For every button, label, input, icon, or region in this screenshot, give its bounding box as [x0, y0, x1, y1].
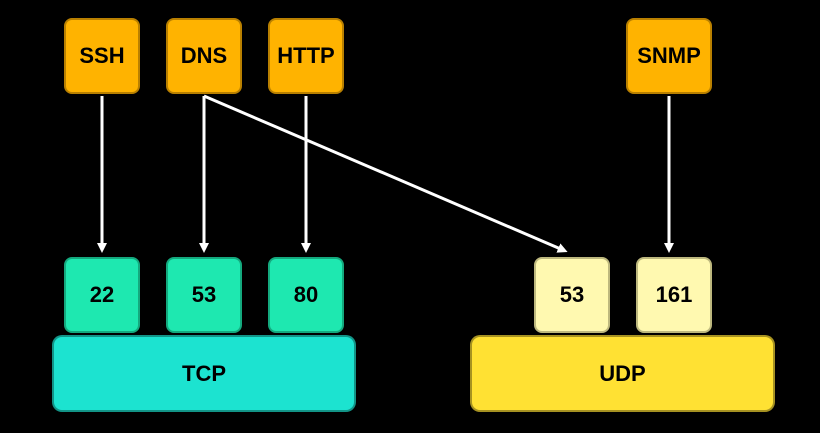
arrow-dns-to-udp-53: [203, 94, 568, 253]
tcp-port-80: 80: [268, 257, 344, 333]
udp-label: UDP: [599, 360, 646, 386]
tcp-port-22-label: 22: [89, 282, 115, 307]
tcp-port-22: 22: [64, 257, 140, 333]
tcp-port-53: 53: [166, 257, 242, 333]
protocol-dns-label: DNS: [180, 43, 228, 68]
udp-port-161-label: 161: [655, 282, 693, 307]
protocol-ssh: SSH: [64, 18, 140, 94]
protocol-snmp-label: SNMP: [637, 43, 701, 68]
protocol-http: HTTP: [268, 18, 344, 94]
udp-port-53: 53: [534, 257, 610, 333]
udp-layer: UDP: [470, 335, 775, 412]
tcp-layer: TCP: [52, 335, 356, 412]
tcp-label: TCP: [182, 360, 226, 386]
protocol-http-label: HTTP: [277, 43, 335, 68]
tcp-port-53-label: 53: [191, 282, 217, 307]
protocol-ssh-label: SSH: [79, 43, 125, 68]
tcp-port-80-label: 80: [293, 282, 319, 307]
protocol-snmp: SNMP: [626, 18, 712, 94]
udp-port-161: 161: [636, 257, 712, 333]
udp-port-53-label: 53: [559, 282, 585, 307]
protocol-dns: DNS: [166, 18, 242, 94]
